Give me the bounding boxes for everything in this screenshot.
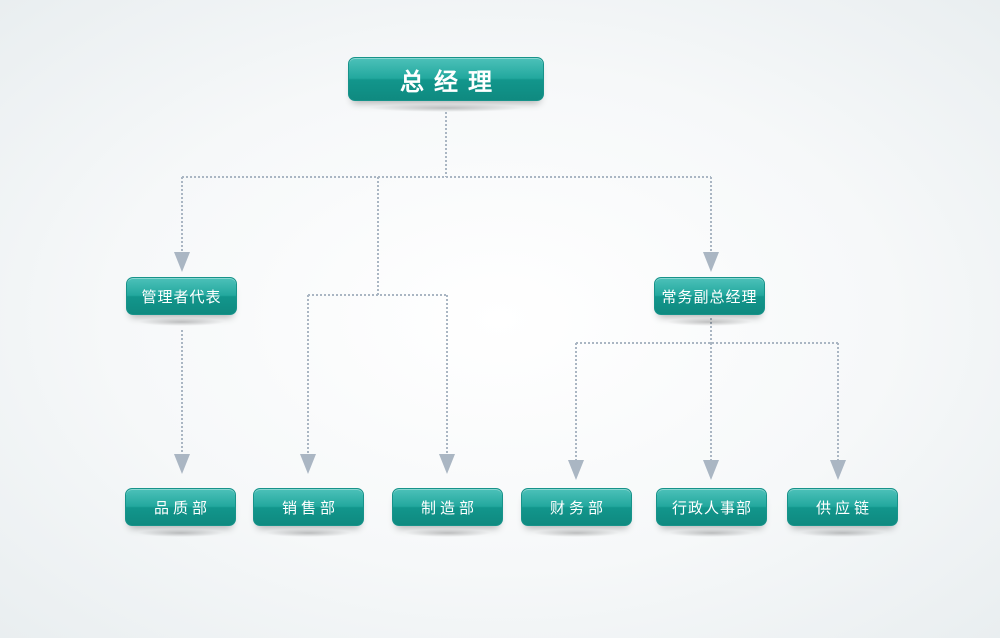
finance-department-node: 财务部 xyxy=(521,488,632,537)
admin-hr-department-node: 行政人事部 xyxy=(656,488,767,537)
admin-hr-department-label: 行政人事部 xyxy=(671,498,752,517)
sales-department-node: 销售部 xyxy=(253,488,364,537)
quality-department-label: 品质部 xyxy=(153,498,211,517)
deputy-general-manager-node: 常务副总经理 xyxy=(654,277,765,326)
general-manager-node: 总经理 xyxy=(348,57,544,112)
general-manager-label: 总经理 xyxy=(400,67,502,96)
management-representative-node: 管理者代表 xyxy=(126,277,237,326)
sales-department-label: 销售部 xyxy=(281,498,339,517)
quality-department-node: 品质部 xyxy=(125,488,236,537)
manufacturing-department-node: 制造部 xyxy=(392,488,503,537)
finance-department-label: 财务部 xyxy=(549,498,607,517)
supply-chain-label: 供应链 xyxy=(815,498,873,517)
management-representative-label: 管理者代表 xyxy=(141,287,222,306)
deputy-general-manager-label: 常务副总经理 xyxy=(661,287,758,306)
supply-chain-node: 供应链 xyxy=(787,488,898,537)
manufacturing-department-label: 制造部 xyxy=(420,498,478,517)
